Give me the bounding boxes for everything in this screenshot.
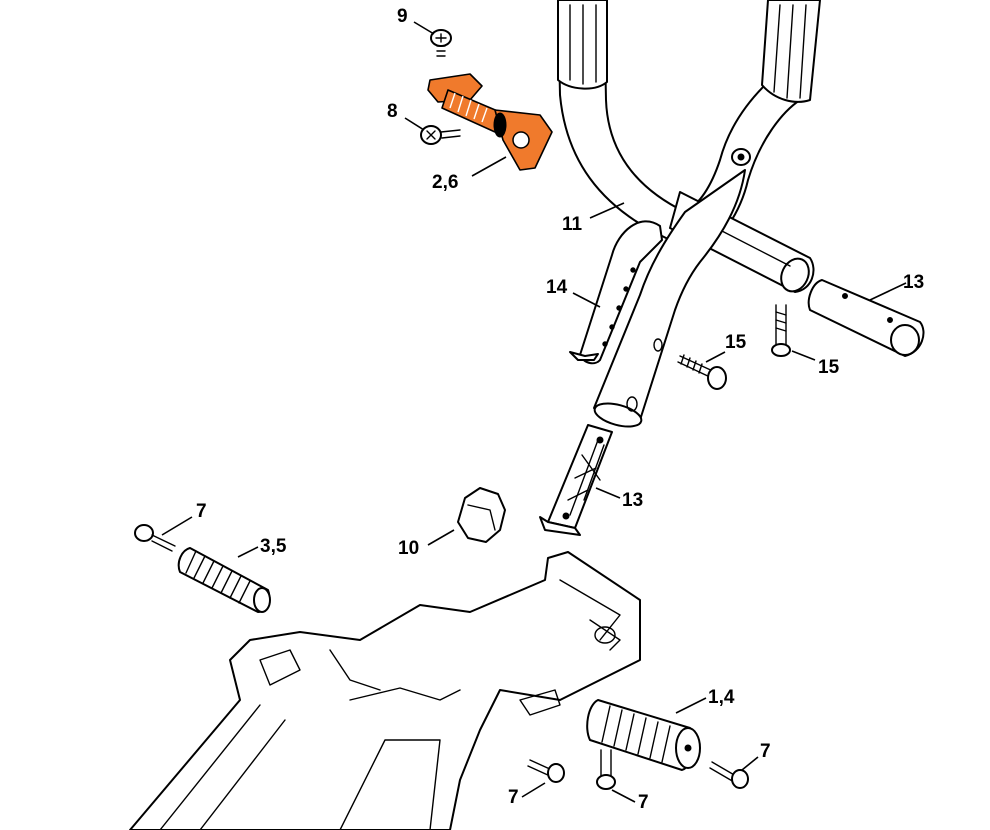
label-part-7-upper-left: 7: [196, 501, 207, 522]
buffer-10: [457, 487, 506, 543]
bracket-14: [569, 220, 663, 365]
label-part-11: 11: [562, 214, 583, 235]
grip-pad-13-upper: [807, 279, 925, 357]
screw-15-horizontal: [677, 354, 727, 390]
av-spring-2-6: [427, 73, 553, 171]
av-spring-3-5: [177, 547, 271, 613]
leader-lines: [161, 21, 907, 803]
label-part-15-horizontal: 15: [725, 332, 747, 353]
label-part-1-4: 1,4: [708, 687, 735, 708]
label-part-7-bottom-right: 7: [760, 741, 771, 762]
label-part-7-bottom-middle: 7: [638, 792, 649, 813]
label-part-14: 14: [546, 277, 568, 298]
screw-8: [420, 125, 461, 145]
label-part-13-lower: 13: [622, 490, 643, 511]
label-part-10: 10: [398, 538, 419, 559]
part-labels: 9 8 2,6 11 13 14 15 15 13 10 7 3,5 1,4 7…: [196, 6, 924, 813]
screw-7-upper-left: [134, 524, 176, 552]
label-part-3-5: 3,5: [260, 536, 287, 557]
screw-9: [430, 29, 452, 57]
plate-13-lower: [539, 424, 613, 536]
label-part-8: 8: [387, 101, 398, 122]
screw-7-bottom-left: [527, 759, 565, 783]
handlebar: [557, 0, 821, 256]
screw-15-vertical: [771, 304, 791, 357]
av-spring-1-4: [586, 699, 701, 771]
engine-housing: [129, 551, 641, 830]
label-part-9: 9: [397, 6, 408, 27]
handle-shaft: [593, 169, 746, 428]
label-part-13-upper: 13: [903, 272, 924, 293]
screw-7-bottom-right: [709, 761, 749, 789]
label-part-15-vertical: 15: [818, 357, 840, 378]
screw-7-bottom-middle: [596, 749, 616, 790]
label-part-7-bottom-left: 7: [508, 787, 519, 808]
label-part-2-6: 2,6: [432, 172, 458, 193]
